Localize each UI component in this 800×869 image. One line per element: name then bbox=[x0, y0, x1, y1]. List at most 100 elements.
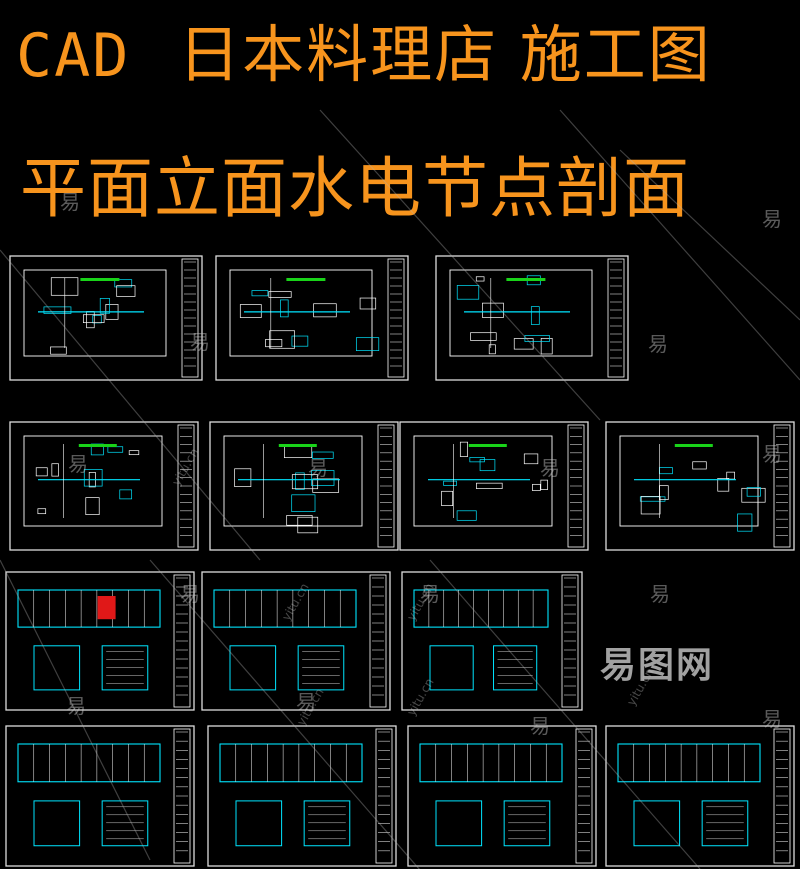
plan-room bbox=[639, 496, 666, 502]
plan-room bbox=[443, 480, 457, 486]
title-block bbox=[607, 258, 625, 378]
section-box bbox=[297, 645, 345, 691]
watermark-char: 易 bbox=[180, 582, 200, 606]
plan-room bbox=[82, 314, 105, 324]
drawing-sheet bbox=[9, 255, 203, 381]
drawing-sheet bbox=[605, 725, 795, 867]
plan-room bbox=[291, 335, 309, 347]
plan-room bbox=[530, 306, 540, 325]
plan-room bbox=[239, 304, 262, 318]
plan-room bbox=[359, 297, 377, 310]
plan-room bbox=[85, 497, 100, 516]
watermark-char: 易 bbox=[530, 714, 550, 738]
title-block bbox=[773, 424, 791, 548]
banner-title-line1: CAD 日本料理店 施工图 bbox=[0, 24, 800, 87]
plan-room bbox=[269, 330, 295, 349]
plan-room bbox=[311, 470, 335, 486]
section-box bbox=[101, 800, 149, 847]
title-block bbox=[375, 728, 393, 864]
plan-label-bar bbox=[674, 444, 713, 447]
section-box bbox=[435, 800, 483, 847]
plan-label-bar bbox=[468, 444, 507, 447]
watermark-char: 易 bbox=[762, 442, 782, 466]
plan-room bbox=[726, 471, 735, 480]
drawing-sheet bbox=[209, 421, 399, 551]
title-block bbox=[173, 574, 191, 708]
plan-room bbox=[311, 451, 334, 459]
plan-room bbox=[741, 487, 766, 503]
drawing-sheet bbox=[605, 421, 795, 551]
plan-room bbox=[456, 285, 480, 300]
plan-room bbox=[456, 510, 477, 521]
plan-room bbox=[470, 332, 497, 341]
watermark-char: 易 bbox=[648, 332, 668, 356]
plan-room bbox=[717, 478, 730, 492]
elevation-strip bbox=[617, 743, 761, 783]
elevation-strip bbox=[419, 743, 563, 783]
plan-outline bbox=[413, 435, 553, 527]
section-box bbox=[303, 800, 351, 847]
elevation-strip bbox=[17, 743, 161, 783]
watermark-char: 易 bbox=[190, 330, 210, 354]
plan-outline bbox=[223, 435, 363, 527]
plan-room bbox=[268, 291, 292, 298]
drawing-sheet bbox=[215, 255, 409, 381]
drawing-sheet bbox=[407, 725, 597, 867]
drawing-sheet bbox=[399, 421, 589, 551]
watermark-char: 易 bbox=[650, 582, 670, 606]
elevation-strip bbox=[17, 589, 161, 628]
plan-room bbox=[35, 467, 48, 477]
plan-room bbox=[50, 346, 67, 355]
plan-room bbox=[658, 467, 673, 475]
plan-room bbox=[43, 306, 72, 314]
plan-room bbox=[532, 483, 541, 491]
plan-room bbox=[475, 276, 485, 282]
title-block bbox=[377, 424, 395, 548]
section-box bbox=[503, 800, 551, 847]
title-block bbox=[561, 574, 579, 708]
plan-room bbox=[83, 469, 103, 487]
watermark-char: 易 bbox=[420, 582, 440, 606]
plan-room bbox=[234, 468, 252, 488]
watermark-char: 易 bbox=[540, 456, 560, 480]
plan-room bbox=[441, 490, 454, 506]
watermark-diagonal bbox=[0, 559, 151, 861]
plan-room bbox=[355, 337, 380, 351]
plan-room bbox=[280, 299, 289, 318]
banner-title-line2: 平面立面水电节点剖面 bbox=[20, 150, 690, 227]
plan-room bbox=[659, 485, 669, 500]
watermark-diagonal bbox=[559, 109, 800, 381]
plan-room bbox=[251, 290, 269, 297]
drawing-sheet bbox=[201, 571, 391, 711]
watermark-diagonal bbox=[149, 559, 420, 869]
plan-room bbox=[640, 496, 661, 515]
title-block bbox=[177, 424, 195, 548]
title-block bbox=[387, 258, 405, 378]
plan-outline bbox=[229, 269, 373, 357]
plan-room bbox=[297, 516, 319, 534]
plan-outline bbox=[619, 435, 759, 527]
watermark-char: 易 bbox=[68, 452, 88, 476]
watermark-diagonal bbox=[0, 249, 261, 561]
plan-room bbox=[540, 337, 553, 355]
watermark-char: 易 bbox=[308, 456, 328, 480]
plan-label-bar bbox=[80, 278, 120, 281]
brand-watermark: 易图网 bbox=[600, 645, 715, 686]
plan-room bbox=[524, 335, 550, 342]
plan-room bbox=[313, 303, 337, 318]
plan-room bbox=[513, 338, 534, 350]
plan-room bbox=[116, 285, 136, 297]
plan-room bbox=[746, 487, 761, 497]
title-block bbox=[773, 728, 791, 864]
plan-room bbox=[51, 463, 59, 477]
plan-outline bbox=[449, 269, 593, 357]
plan-room bbox=[488, 344, 496, 355]
drawing-sheet bbox=[401, 571, 583, 711]
title-block bbox=[173, 728, 191, 864]
plan-outline bbox=[23, 435, 163, 527]
title-block bbox=[575, 728, 593, 864]
plan-label-bar bbox=[278, 444, 317, 447]
section-box bbox=[493, 645, 538, 691]
